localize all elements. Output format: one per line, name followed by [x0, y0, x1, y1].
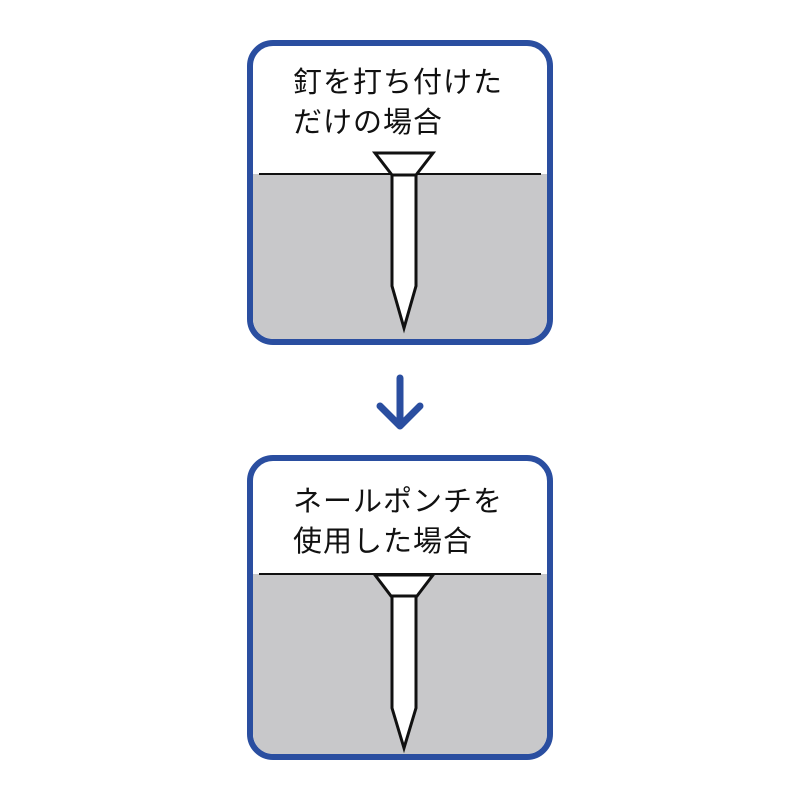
panel-nail-punch: ネールポンチを 使用した場合: [247, 455, 553, 760]
panel-title: 釘を打ち付けた だけの場合: [293, 65, 504, 139]
panel-nail-only: 釘を打ち付けた だけの場合: [247, 40, 553, 345]
arrow-down-icon: [376, 374, 424, 430]
nail-icon: [371, 151, 437, 334]
panel-title: ネールポンチを 使用した場合: [293, 484, 504, 558]
nail-countersunk-icon: [371, 573, 437, 754]
